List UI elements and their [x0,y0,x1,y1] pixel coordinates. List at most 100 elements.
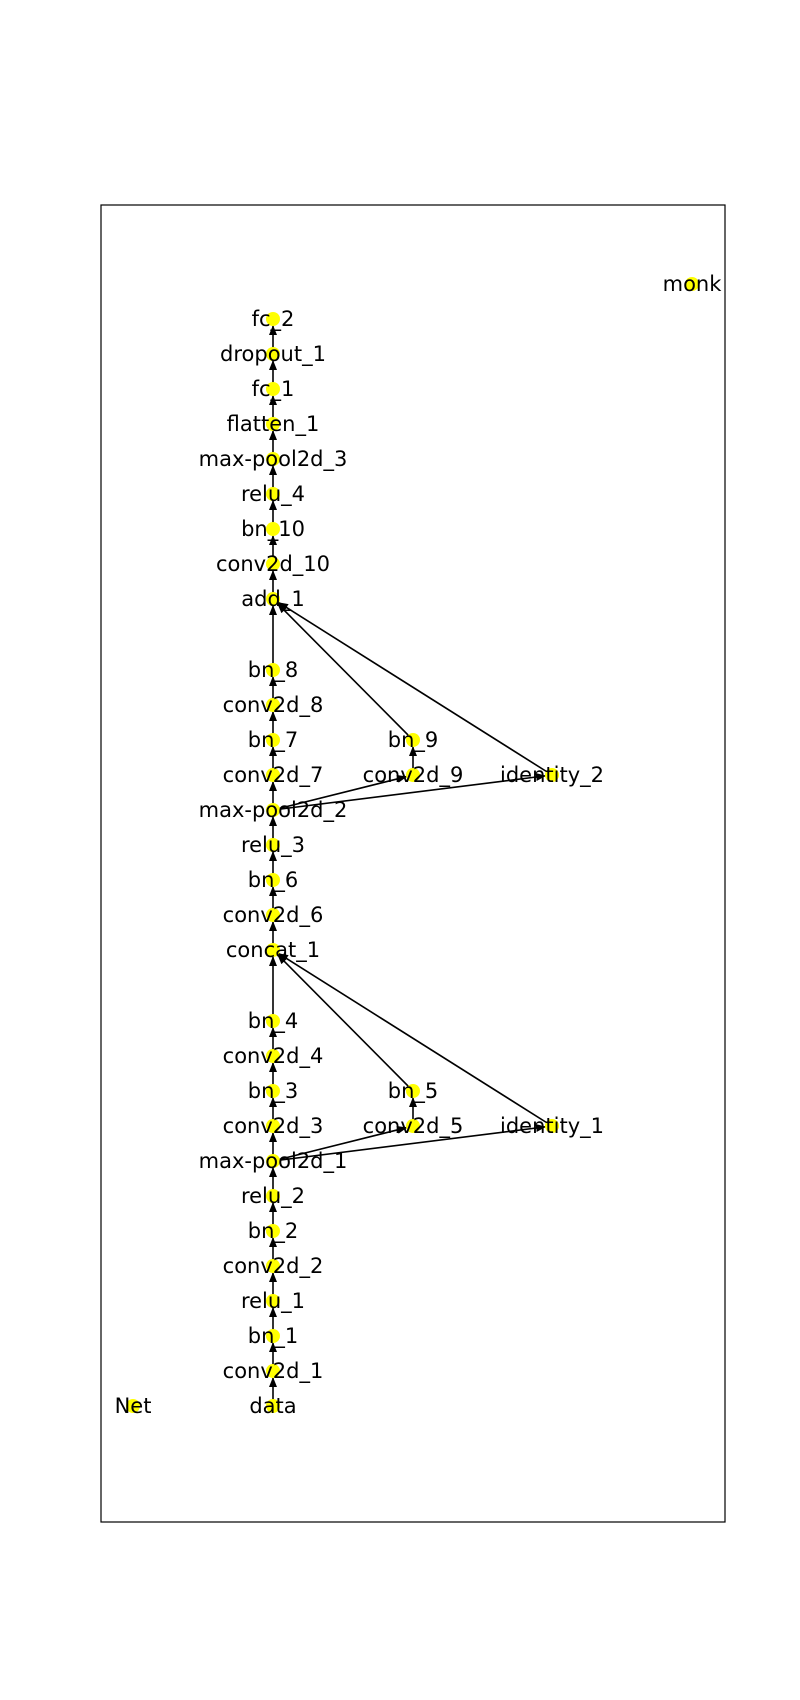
node-label: conv2d_1 [223,1359,324,1384]
edge-max-pool2d_1-to-conv2d_5 [272,1126,408,1162]
node-conv2d_7: conv2d_7 [223,763,324,788]
node-marker [266,1119,280,1133]
node-add_1: add_1 [241,587,304,612]
node-bn_10: bn_10 [241,517,305,542]
node-label: relu_4 [241,482,305,507]
node-marker [266,1154,280,1168]
node-label: monk [663,272,723,296]
node-conv2d_3: conv2d_3 [223,1114,324,1139]
node-conv2d_5: conv2d_5 [363,1114,464,1139]
edge-bn_5-to-concat_1 [277,954,414,1092]
node-label: bn_2 [248,1219,299,1244]
node-marker [266,522,280,536]
node-bn_8: bn_8 [248,658,299,683]
node-relu_2: relu_2 [241,1184,305,1209]
node-marker [266,487,280,501]
node-bn_4: bn_4 [248,1009,299,1034]
node-label: conv2d_10 [216,552,330,577]
node-marker [266,663,280,677]
edge-max-pool2d_1-to-identity_1 [272,1124,547,1162]
node-bn_5: bn_5 [388,1079,439,1104]
node-relu_4: relu_4 [241,482,305,507]
node-conv2d_1: conv2d_1 [223,1359,324,1384]
node-bn_2: bn_2 [248,1219,299,1244]
node-marker [266,698,280,712]
node-marker [266,452,280,466]
edge-max-pool2d_2-to-identity_2 [272,773,547,811]
node-label: conv2d_2 [223,1254,324,1279]
node-label: bn_6 [248,868,299,893]
node-marker [266,1224,280,1238]
node-label: bn_7 [248,728,299,753]
node-fc_2: fc_2 [252,307,295,332]
node-marker [266,557,280,571]
node-conv2d_6: conv2d_6 [223,903,324,928]
node-label: data [249,1394,296,1418]
node-label: bn_5 [388,1079,439,1104]
node-label: bn_10 [241,517,305,542]
node-max-pool2d_3: max-pool2d_3 [199,447,348,472]
node-label: max-pool2d_1 [199,1149,348,1174]
node-marker [406,1119,420,1133]
node-monk: monk [663,272,723,296]
node-max-pool2d_1: max-pool2d_1 [199,1149,348,1174]
node-label: dropout_1 [220,342,326,367]
node-marker [266,417,280,431]
edge-bn_9-to-add_1 [277,603,414,741]
node-max-pool2d_2: max-pool2d_2 [199,798,348,823]
node-conv2d_2: conv2d_2 [223,1254,324,1279]
node-marker [266,1329,280,1343]
node-marker [266,1049,280,1063]
node-label: fc_2 [252,307,295,332]
node-marker [266,1399,280,1413]
node-label: bn_3 [248,1079,299,1104]
node-label: relu_3 [241,833,305,858]
node-bn_3: bn_3 [248,1079,299,1104]
node-label: bn_1 [248,1324,299,1349]
plot-frame [100,204,726,1523]
node-marker [685,277,699,291]
node-label: identity_1 [500,1114,604,1139]
node-label: bn_8 [248,658,299,683]
node-bn_6: bn_6 [248,868,299,893]
node-label: conv2d_3 [223,1114,324,1139]
node-conv2d_9: conv2d_9 [363,763,464,788]
node-label: max-pool2d_2 [199,798,348,823]
node-marker [406,733,420,747]
node-dropout_1: dropout_1 [220,342,326,367]
node-marker [266,347,280,361]
node-marker [266,838,280,852]
node-marker [266,592,280,606]
node-label: conv2d_4 [223,1044,324,1069]
node-conv2d_10: conv2d_10 [216,552,330,577]
node-Net: Net [115,1394,152,1418]
node-label: fc_1 [252,377,295,402]
node-fc_1: fc_1 [252,377,295,402]
node-label: identity_2 [500,763,604,788]
node-marker [266,312,280,326]
node-marker [266,908,280,922]
node-marker [266,1189,280,1203]
node-label: conv2d_7 [223,763,324,788]
node-relu_3: relu_3 [241,833,305,858]
node-label: Net [115,1394,152,1418]
node-bn_7: bn_7 [248,728,299,753]
node-label: bn_4 [248,1009,299,1034]
node-marker [406,1084,420,1098]
node-label: conv2d_8 [223,693,324,718]
node-label: max-pool2d_3 [199,447,348,472]
node-marker [266,803,280,817]
node-marker [545,768,559,782]
node-conv2d_8: conv2d_8 [223,693,324,718]
node-bn_9: bn_9 [388,728,439,753]
node-marker [266,1014,280,1028]
edge-identity_1-to-concat_1 [278,953,553,1127]
node-data: data [249,1394,296,1418]
node-marker [406,768,420,782]
node-marker [266,943,280,957]
node-label: bn_9 [388,728,439,753]
node-label: flatten_1 [227,412,320,437]
node-marker [266,1259,280,1273]
